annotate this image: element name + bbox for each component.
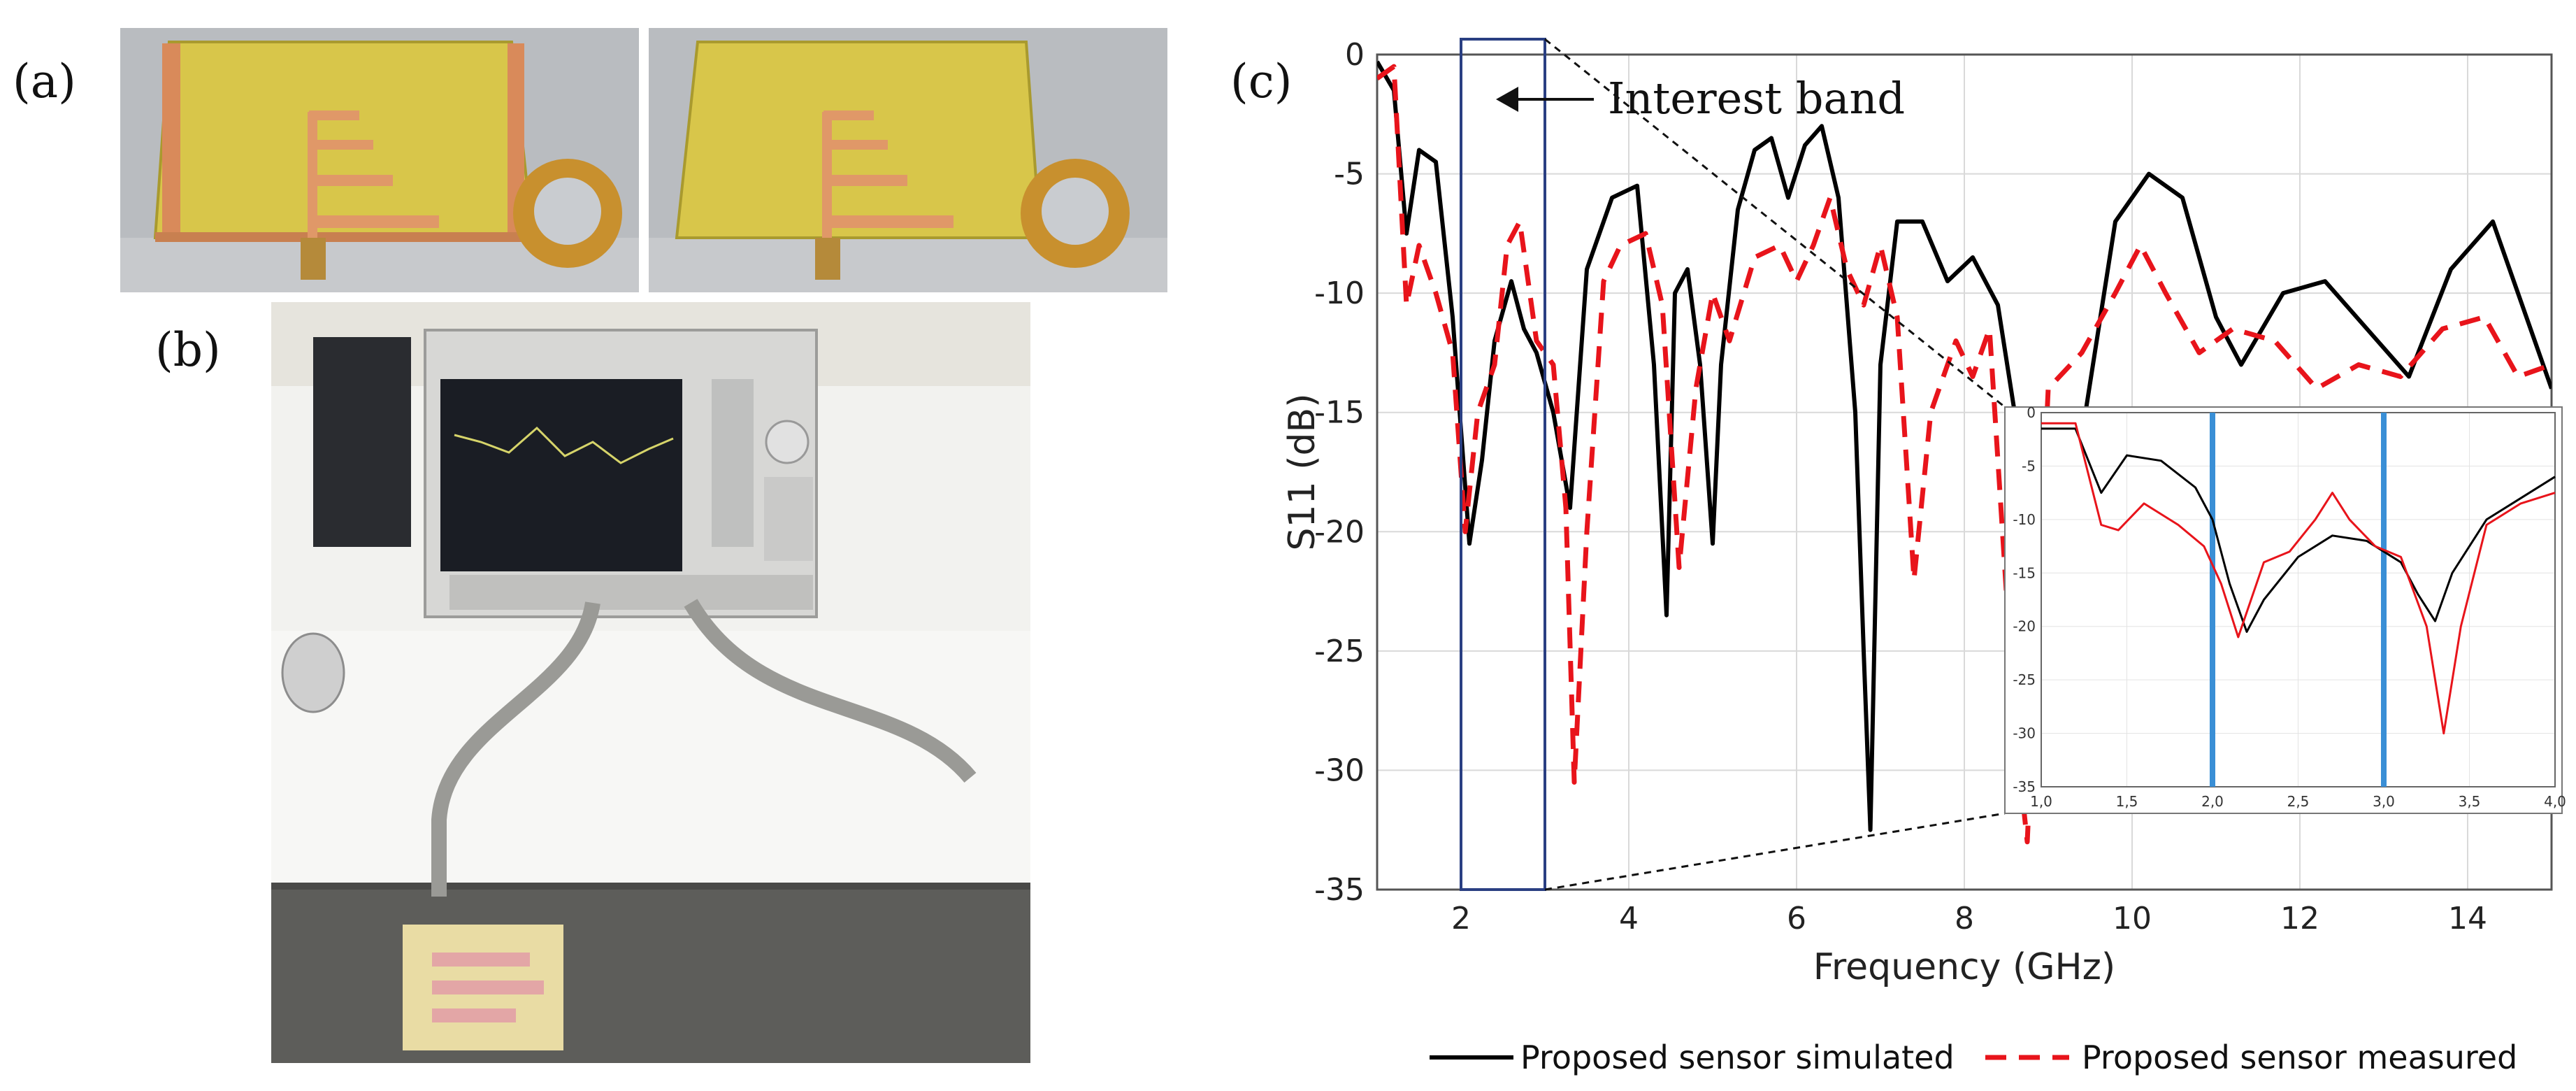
- inset-background: [2004, 406, 2563, 814]
- inset-y-tick-label: -15: [2013, 564, 2036, 581]
- inset-y-tick-label: -10: [2013, 511, 2036, 528]
- inset-y-tick-label: -35: [2013, 778, 2036, 795]
- inset-x-tick-label: 2,0: [2201, 793, 2224, 810]
- pcb-photo-right: [649, 28, 1167, 292]
- x-tick-label: 8: [1955, 901, 1974, 936]
- panel-b-label: (b): [155, 323, 221, 377]
- y-tick-label: 0: [1345, 37, 1365, 73]
- inset-y-tick-label: -25: [2013, 671, 2036, 688]
- inset-x-tick-label: 3,0: [2373, 793, 2395, 810]
- annotation-arrow: [1496, 87, 1594, 112]
- inset-x-tick-label: 4,0: [2544, 793, 2566, 810]
- inset-x-tick-label: 1,0: [2030, 793, 2052, 810]
- x-tick-label: 2: [1451, 901, 1471, 936]
- y-tick-label: -20: [1314, 514, 1365, 550]
- x-tick-label: 14: [2448, 901, 2487, 936]
- inset-x-tick-label: 3,5: [2459, 793, 2481, 810]
- legend-label-measured: Proposed sensor measured: [2082, 1039, 2517, 1076]
- inset-y-tick-label: -20: [2013, 618, 2036, 635]
- series-line-simulated: [1377, 60, 2552, 832]
- inset-series-measured: [2041, 422, 2556, 735]
- y-tick-label: -30: [1314, 753, 1365, 788]
- y-tick-label: -10: [1314, 276, 1365, 311]
- inset-y-tick-label: 0: [2027, 404, 2036, 421]
- x-tick-label: 4: [1619, 901, 1639, 936]
- y-axis-title: S11 (dB): [1281, 394, 1323, 551]
- interest-band-box: [1460, 38, 1546, 891]
- vna-setup-photo: [271, 302, 1030, 1063]
- inset-chart: 0 -5 -10 -15 -20 -25 -30 -351,0 1,5 2,0 2,5 3,0 3,5 4…: [2004, 404, 2566, 814]
- inset-y-tick-label: -5: [2022, 457, 2036, 474]
- inset-y-tick-label: -30: [2013, 725, 2036, 742]
- axis-ticks: 2 4 6 8 10 12 14 0 -5 -10 -15 -20 -25 -30 -35: [1314, 37, 2487, 936]
- series-layer: [1377, 60, 2552, 845]
- zoom-connector-bottom: [1544, 812, 2006, 891]
- y-tick-label: -35: [1314, 872, 1365, 908]
- inset-x-tick-label: 2,5: [2287, 793, 2310, 810]
- panel-a-label: (a): [13, 55, 76, 108]
- y-tick-label: -5: [1334, 157, 1365, 192]
- y-tick-label: -25: [1314, 634, 1365, 669]
- inset-series-simulated: [2041, 427, 2556, 633]
- inset-x-tick-label: 1,5: [2116, 793, 2138, 810]
- legend-label-simulated: Proposed sensor simulated: [1520, 1039, 1955, 1076]
- x-tick-label: 12: [2280, 901, 2319, 936]
- series-line-measured: [1377, 64, 2552, 845]
- pcb-photo-left: [120, 28, 639, 292]
- s11-chart: 2 4 6 8 10 12 14 0 -5 -10 -15 -20 -25 -30 -35 Interest…: [1281, 37, 2566, 1076]
- x-tick-label: 6: [1787, 901, 1806, 936]
- interest-band-annotation: Interest band: [1608, 73, 1905, 124]
- legend: Proposed sensor simulated Proposed senso…: [1430, 1039, 2517, 1076]
- y-tick-label: -15: [1314, 395, 1365, 431]
- zoom-connector-top: [1544, 38, 2006, 408]
- panel-c-label: (c): [1230, 55, 1293, 108]
- x-axis-title: Frequency (GHz): [1813, 946, 2115, 988]
- x-tick-label: 10: [2113, 901, 2152, 936]
- inset-frame: [2041, 412, 2556, 787]
